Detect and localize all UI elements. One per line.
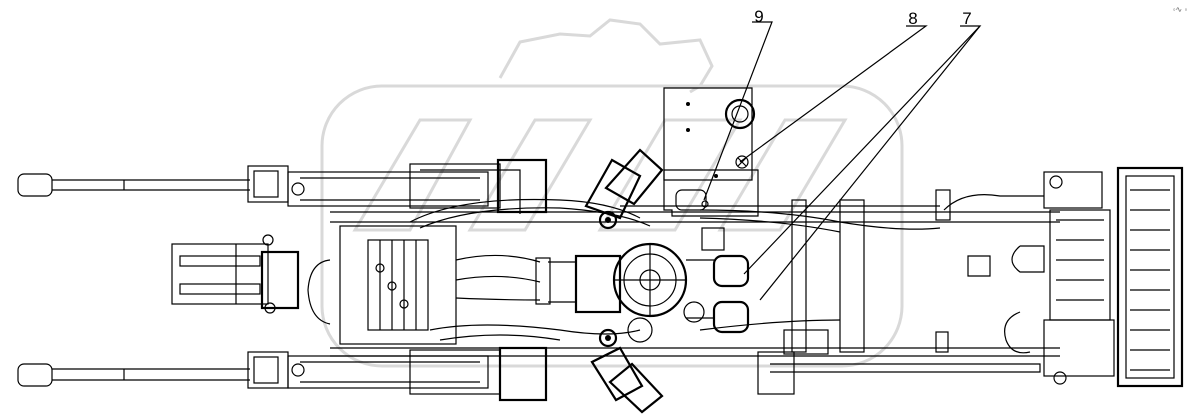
watermark-logo	[320, 18, 904, 368]
callout-leaders	[703, 21, 982, 301]
upper-hydraulic-cylinder	[247, 158, 548, 214]
corner-mark: ◦∿ ◦	[1173, 5, 1188, 14]
pump-assembly	[627, 227, 750, 343]
control-valve-block	[307, 225, 541, 345]
lower-hydraulic-cylinder	[247, 346, 548, 402]
left-boom-upper	[17, 173, 250, 197]
hose-bundle	[409, 198, 1031, 354]
left-bracket	[171, 234, 300, 314]
callout-7: 7	[962, 9, 971, 28]
left-boom-lower	[17, 363, 250, 387]
hydraulic-tank	[663, 87, 759, 217]
rotary-joint	[535, 242, 688, 318]
outrigger-pads	[584, 148, 664, 414]
callout-9: 9	[754, 7, 763, 26]
main-frame	[330, 189, 1060, 395]
callout-8: 8	[908, 9, 917, 28]
radiator	[943, 166, 1184, 388]
